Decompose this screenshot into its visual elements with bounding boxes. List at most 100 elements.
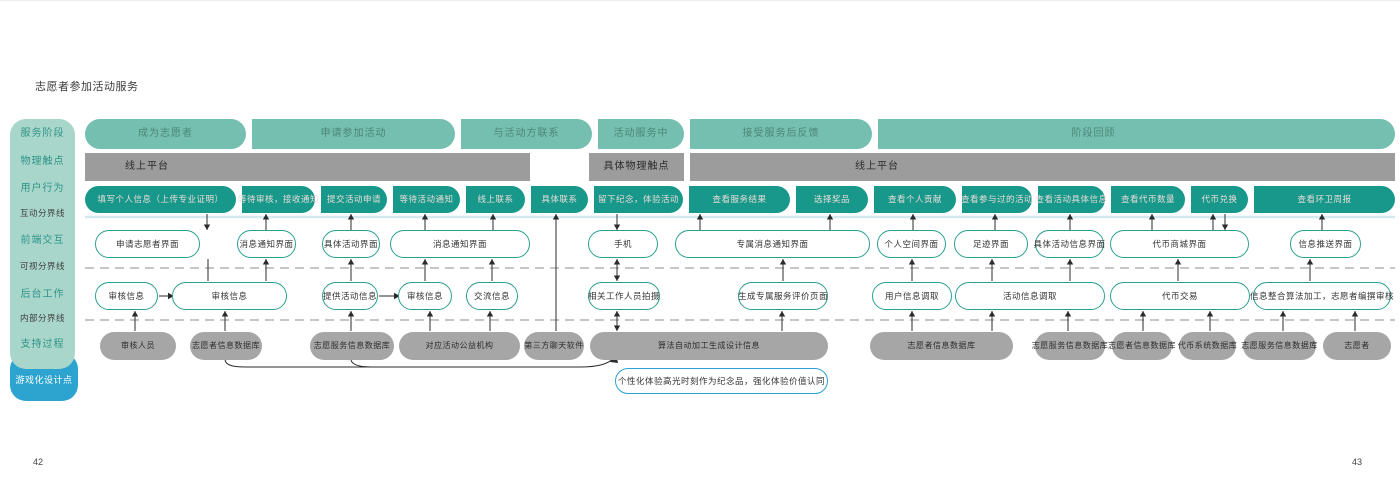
backend-pill: 生成专属服务评价页面	[738, 282, 828, 310]
arrowhead-up	[613, 259, 621, 265]
behavior-pill-label: 等待活动通知	[399, 194, 454, 205]
backend-pill-label: 信息整合算法加工，志愿者编撰审核	[1250, 290, 1395, 301]
behavior-pill: 选择奖品	[796, 186, 868, 213]
support-pill: 志愿服务信息数据库	[1032, 332, 1108, 360]
behavior-pill: 查看活动具体信息	[1035, 186, 1108, 213]
backend-pill-label: 提供活动信息	[323, 290, 378, 301]
arrowhead-up	[1066, 259, 1074, 265]
arrowhead-up	[1206, 311, 1214, 317]
sidebar-label-2: 物理触点	[20, 156, 65, 167]
stage-segment-label: 阶段回顾	[1071, 128, 1116, 139]
arrowhead-up	[1066, 214, 1074, 220]
frontend-pill-label: 具体活动界面	[323, 238, 378, 249]
behavior-pill: 查看环卫周报	[1254, 186, 1395, 213]
stage-segment-label: 活动服务中	[613, 128, 669, 139]
support-pill: 审核人员	[100, 332, 176, 360]
stage-segment: 活动服务中	[598, 119, 684, 149]
behavior-pill: 查看参与过的活动	[961, 186, 1034, 213]
sidebar-label-4: 互动分界线	[19, 208, 65, 218]
arrowhead-up	[696, 214, 704, 220]
support-pill: 志愿者	[1323, 332, 1391, 360]
behavior-pill-label: 查看活动具体信息	[1035, 194, 1108, 205]
sidebar-label-8: 内部分界线	[19, 313, 65, 323]
frontend-pill-label: 申请志愿者界面	[115, 238, 179, 249]
support-pill-label: 志愿服务信息数据库	[1031, 341, 1109, 350]
backend-pill: 代币交易	[1110, 282, 1250, 310]
frontend-pill: 消息通知界面	[237, 230, 296, 258]
arrowhead-up	[1148, 214, 1156, 220]
touchpoint-bar: 线上平台	[85, 153, 530, 181]
stage-segment-label: 成为志愿者	[138, 128, 193, 139]
behavior-pill: 线上联系	[466, 186, 525, 213]
page-title: 志愿者参加活动服务	[35, 81, 139, 93]
arrowhead-up	[988, 259, 996, 265]
backend-pill: 审核信息	[398, 282, 452, 310]
arrowhead-up	[347, 214, 355, 220]
arrowhead-down	[613, 325, 621, 331]
support-pill-label: 志愿者	[1344, 341, 1370, 350]
frontend-pill: 具体活动信息界面	[1034, 230, 1105, 258]
touchpoint-bar: 线上平台	[690, 153, 1395, 181]
backend-pill-label: 审核信息	[108, 290, 145, 301]
arrowhead-up	[1351, 311, 1359, 317]
frontend-pill-label: 专属消息通知界面	[736, 238, 809, 249]
stage-segment: 阶段回顾	[878, 119, 1395, 149]
frontend-pill-label: 个人空间界面	[884, 238, 939, 249]
frontend-pill-label: 手机	[613, 238, 632, 249]
behavior-pill-label: 查看参与过的活动	[961, 194, 1034, 205]
arrowhead-up	[826, 214, 834, 220]
behavior-pill-label: 代币兑换	[1201, 194, 1238, 205]
sidebar-label-3: 用户行为	[20, 183, 65, 194]
stage-segment-label: 申请参加活动	[320, 128, 387, 139]
arrowhead-up	[1318, 214, 1326, 220]
arrowhead-down	[203, 224, 211, 230]
behavior-pill: 等待活动通知	[393, 186, 460, 213]
support-pill: 志愿服务信息数据库	[1241, 332, 1317, 360]
arrowhead-up	[779, 259, 787, 265]
behavior-pill-label: 等待审核，接收通知	[238, 194, 320, 205]
frontend-pill: 个人空间界面	[877, 230, 946, 258]
gamification-pill: 个性化体验高光时刻作为纪念品，强化体验价值认同	[615, 368, 828, 394]
arrowhead-up	[347, 311, 355, 317]
behavior-pill: 具体联系	[531, 186, 588, 213]
arrowhead-up	[1139, 311, 1147, 317]
arrowhead-up	[908, 311, 916, 317]
support-pill-label: 志愿者信息数据库	[192, 341, 260, 350]
backend-pill: 用户信息调取	[872, 282, 952, 310]
support-pill: 算法自动加工生成设计信息	[590, 332, 828, 360]
backend-pill-label: 用户信息调取	[884, 290, 939, 301]
backend-pill-label: 审核信息	[211, 290, 248, 301]
support-pill-label: 志愿者信息数据库	[1108, 341, 1176, 350]
sidebar-label-1: 服务阶段	[20, 128, 65, 139]
arrowhead-up	[488, 259, 496, 265]
page-number-left: 42	[33, 457, 44, 467]
backend-pill: 信息整合算法加工，志愿者编撰审核	[1250, 282, 1395, 310]
backend-pill-label: 审核信息	[406, 290, 443, 301]
frontend-pill: 专属消息通知界面	[675, 230, 870, 258]
behavior-pill: 填写个人信息（上传专业证明）	[85, 186, 236, 213]
support-pill-label: 第三方聊天软件	[524, 341, 584, 350]
behavior-pill-label: 选择奖品	[813, 194, 850, 205]
arrowhead-up	[131, 311, 139, 317]
frontend-pill-label: 信息推送界面	[1298, 238, 1353, 249]
arrowhead-up	[421, 259, 429, 265]
behavior-pill-label: 填写个人信息（上传专业证明）	[97, 194, 224, 205]
sidebar-label-6: 可视分界线	[19, 261, 65, 271]
stage-segment: 成为志愿者	[85, 119, 246, 149]
stage-segment-label: 与活动方联系	[493, 128, 560, 139]
backend-pill-label: 相关工作人员拍摄	[588, 290, 661, 301]
frontend-pill: 具体活动界面	[322, 230, 380, 258]
touchpoint-bar-label: 线上平台	[855, 161, 899, 172]
stage-segment-label: 接受服务后反馈	[742, 128, 820, 139]
sidebar-label-5: 前端交互	[20, 235, 65, 246]
behavior-pill: 等待审核，接收通知	[238, 186, 319, 213]
support-pill: 志愿者信息数据库	[870, 332, 1013, 360]
behavior-pill-label: 留下纪念，体验活动	[597, 194, 679, 205]
page-number-right: 43	[1352, 457, 1363, 467]
arrowhead-up	[991, 214, 999, 220]
touchpoint-bar: 具体物理触点	[589, 153, 684, 181]
arrowhead-up	[988, 311, 996, 317]
frontend-pill: 手机	[588, 230, 658, 258]
stage-segment: 申请参加活动	[252, 119, 455, 149]
